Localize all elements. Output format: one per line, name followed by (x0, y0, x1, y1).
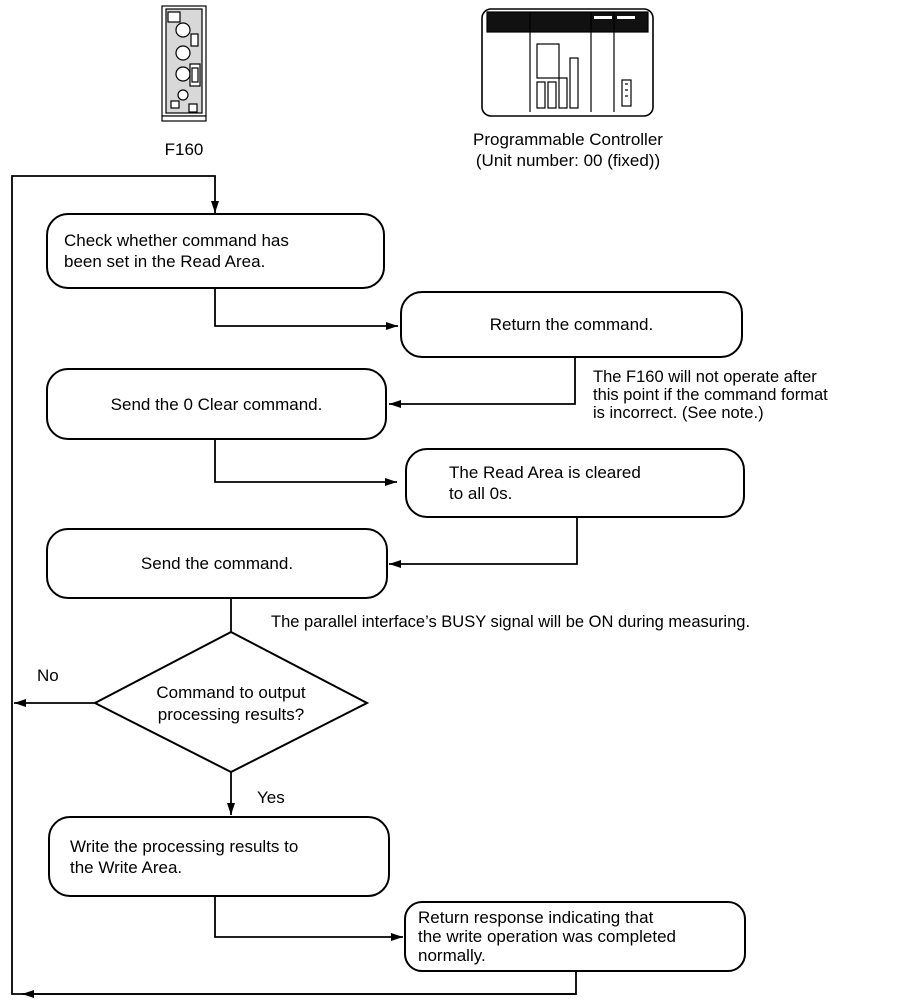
step-read-cleared-line1: The Read Area is cleared (449, 463, 641, 482)
step-return-response-line3: normally. (418, 946, 486, 965)
step-return-response-line1: Return response indicating that (418, 908, 654, 927)
step-send-command-text: Send the command. (140, 554, 294, 573)
branch-no-label: No (37, 666, 59, 685)
connector-write-to-response (214, 897, 403, 941)
step-send-command: Send the command. (46, 528, 388, 599)
step-return-response-line2: the write operation was completed (418, 927, 676, 946)
step-read-area-cleared: The Read Area is cleared to all 0s. (405, 448, 745, 518)
format-note-line3: is incorrect. (See note.) (593, 404, 764, 422)
step-write-results: Write the processing results to the Writ… (48, 816, 390, 897)
connector-cleared-to-send (389, 518, 578, 568)
connector-clear-to-cleared (214, 440, 397, 486)
step-check-line2: been set in the Read Area. (64, 252, 266, 271)
format-note-line2: this point if the command format (593, 386, 828, 404)
decision-line2: processing results? (157, 705, 305, 724)
controller-label-line1: Programmable Controller (473, 130, 663, 149)
step-send-clear-text: Send the 0 Clear command. (110, 394, 323, 414)
branch-yes-label: Yes (257, 788, 285, 807)
step-return-response: Return response indicating that the writ… (404, 901, 746, 972)
controller-label-line2: (Unit number: 00 (fixed)) (475, 151, 661, 170)
step-return-command: Return the command. (400, 291, 743, 358)
busy-signal-note: The parallel interface’s BUSY signal wil… (271, 613, 751, 631)
step-write-results-line1: Write the processing results to (70, 836, 299, 856)
connector-check-to-return (214, 289, 398, 330)
step-send-clear: Send the 0 Clear command. (46, 368, 387, 440)
step-check-command: Check whether command has been set in th… (46, 213, 385, 289)
f160-controller-icon (161, 5, 207, 122)
decision-line1: Command to output (156, 683, 306, 702)
f160-label: F160 (164, 140, 204, 159)
step-read-cleared-line2: to all 0s. (449, 484, 513, 503)
step-return-command-text: Return the command. (489, 315, 654, 334)
step-check-line1: Check whether command has (64, 231, 289, 250)
loop-back-line (11, 175, 577, 995)
connector-return-to-clear (389, 358, 576, 408)
format-note-line1: The F160 will not operate after (593, 368, 817, 386)
decision-diamond (92, 630, 370, 774)
step-write-results-line2: the Write Area. (70, 857, 183, 877)
programmable-controller-icon (481, 8, 654, 117)
